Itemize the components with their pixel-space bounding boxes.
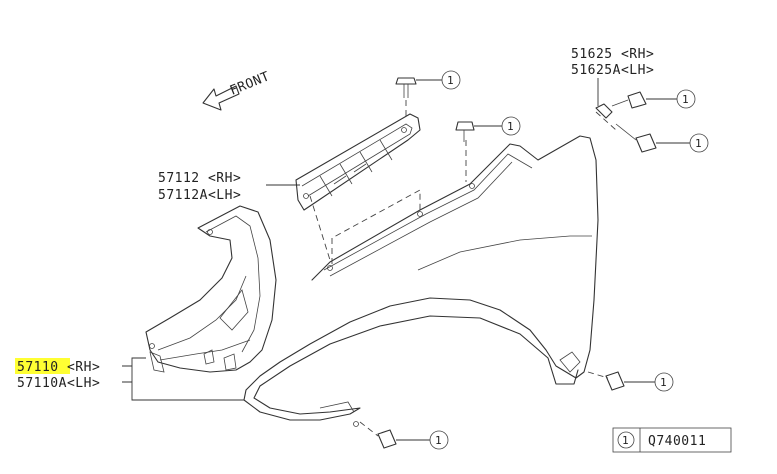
- label-clip: 51625 <RH> 51625A<LH>: [571, 47, 654, 106]
- front-direction-arrow: FRONT: [202, 69, 272, 111]
- fender-number-rh: 57110 <RH>: [17, 360, 100, 375]
- fender-number-lh: 57110A<LH>: [17, 376, 100, 391]
- label-bracket: 57112 <RH> 57112A<LH>: [158, 171, 300, 203]
- reference-box: 1 Q740011: [612, 427, 732, 453]
- fender-number-highlight: [15, 358, 70, 374]
- callout-label: 1: [695, 137, 702, 150]
- bracket-number-lh: 57112A<LH>: [158, 188, 241, 203]
- bracket-number-rh: 57112 <RH>: [158, 171, 241, 186]
- callout-label: 1: [682, 93, 689, 106]
- callout-label: 1: [660, 376, 667, 389]
- bracket-drawing: [295, 77, 421, 211]
- fender-panel-drawing: [243, 111, 617, 437]
- label-fender: 57110 <RH> 57110A<LH>: [15, 357, 244, 401]
- callout-label: 1: [507, 120, 514, 133]
- fender-support-drawing: [145, 205, 277, 373]
- clip-number-lh: 51625A<LH>: [571, 63, 654, 78]
- clip-number-rh: 51625 <RH>: [571, 47, 654, 62]
- reference-code: Q740011: [648, 434, 706, 449]
- bolt-group: [377, 91, 657, 449]
- reference-callout: 1: [622, 434, 629, 447]
- callout-label: 1: [435, 434, 442, 447]
- callout-label: 1: [447, 74, 454, 87]
- callout-group: 1 1 1 1 1 1: [396, 70, 709, 450]
- front-label: FRONT: [228, 69, 272, 99]
